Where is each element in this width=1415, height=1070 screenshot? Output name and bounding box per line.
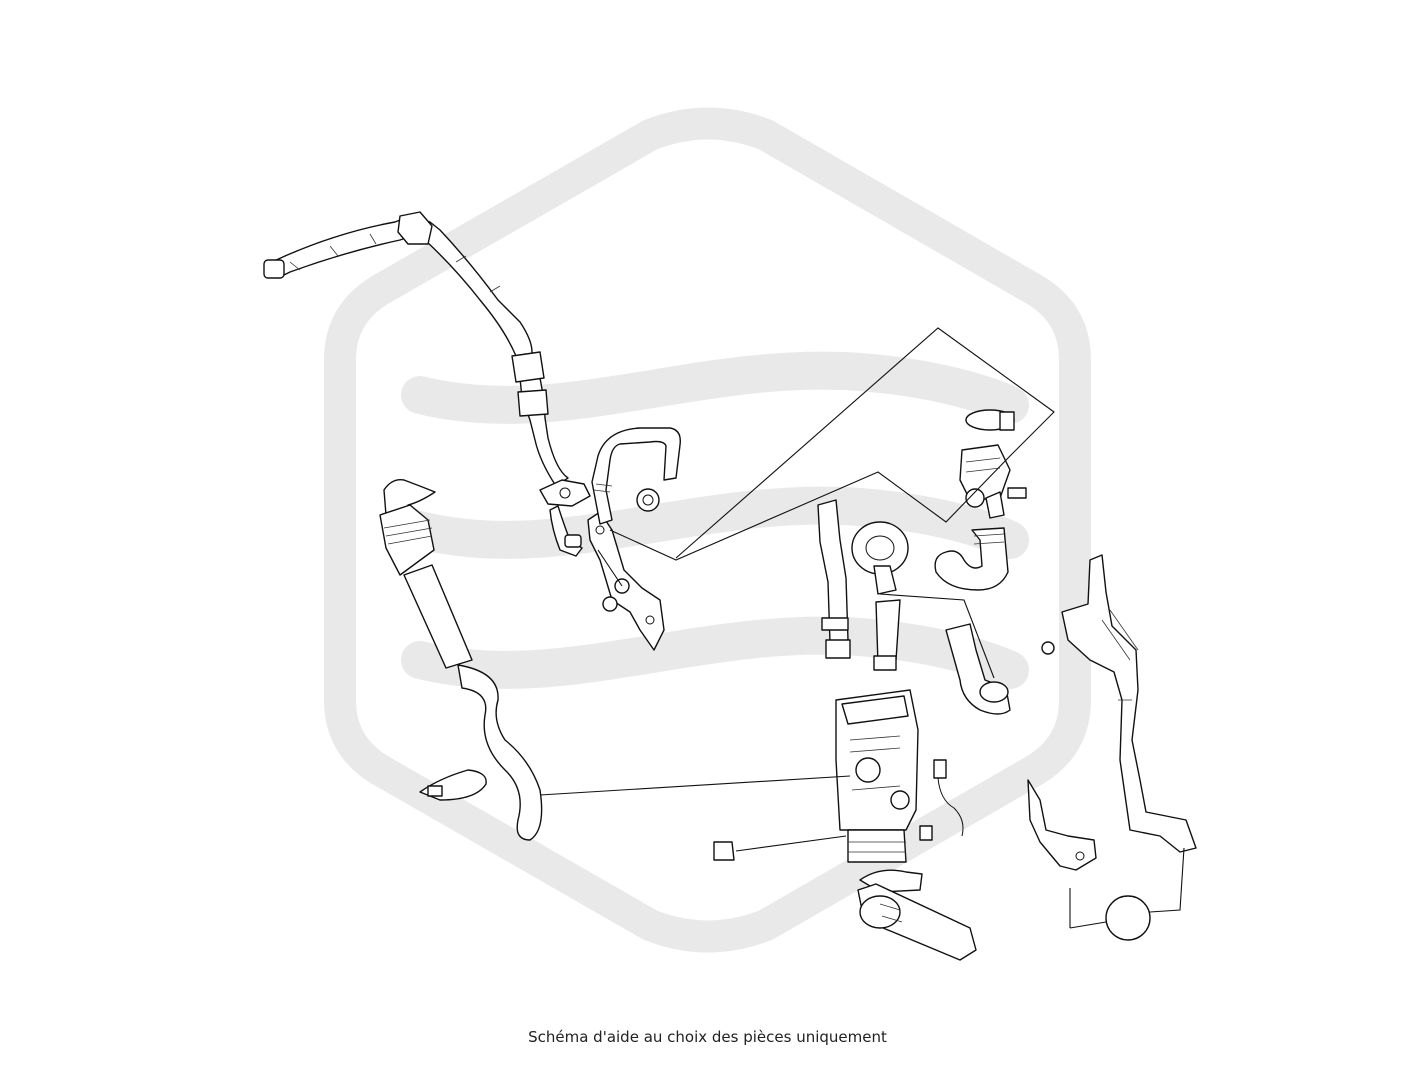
coolant-heater[interactable] bbox=[857, 869, 977, 961]
coolant-valve[interactable] bbox=[959, 409, 1027, 519]
bent-coolant-pipe[interactable] bbox=[591, 427, 681, 525]
mounting-bracket[interactable] bbox=[1061, 554, 1197, 853]
outlet-hose[interactable] bbox=[873, 599, 901, 671]
grommet[interactable] bbox=[1105, 895, 1151, 941]
water-pump[interactable] bbox=[851, 521, 909, 595]
bypass-hose[interactable] bbox=[945, 623, 1011, 715]
electric-water-pump-assembly[interactable] bbox=[835, 689, 919, 863]
lower-bracket[interactable] bbox=[1027, 779, 1097, 871]
leader-lines bbox=[539, 327, 1185, 929]
cable-tie[interactable] bbox=[419, 769, 487, 801]
diagram-caption: Schéma d'aide au choix des pièces unique… bbox=[528, 1028, 887, 1046]
electrical-connector[interactable] bbox=[713, 641, 1055, 861]
hose-flange-assembly[interactable] bbox=[539, 479, 665, 651]
expansion-tank-pipe[interactable] bbox=[379, 479, 543, 841]
radiator-return-hose[interactable] bbox=[934, 527, 1009, 591]
inlet-hose[interactable] bbox=[817, 499, 851, 659]
